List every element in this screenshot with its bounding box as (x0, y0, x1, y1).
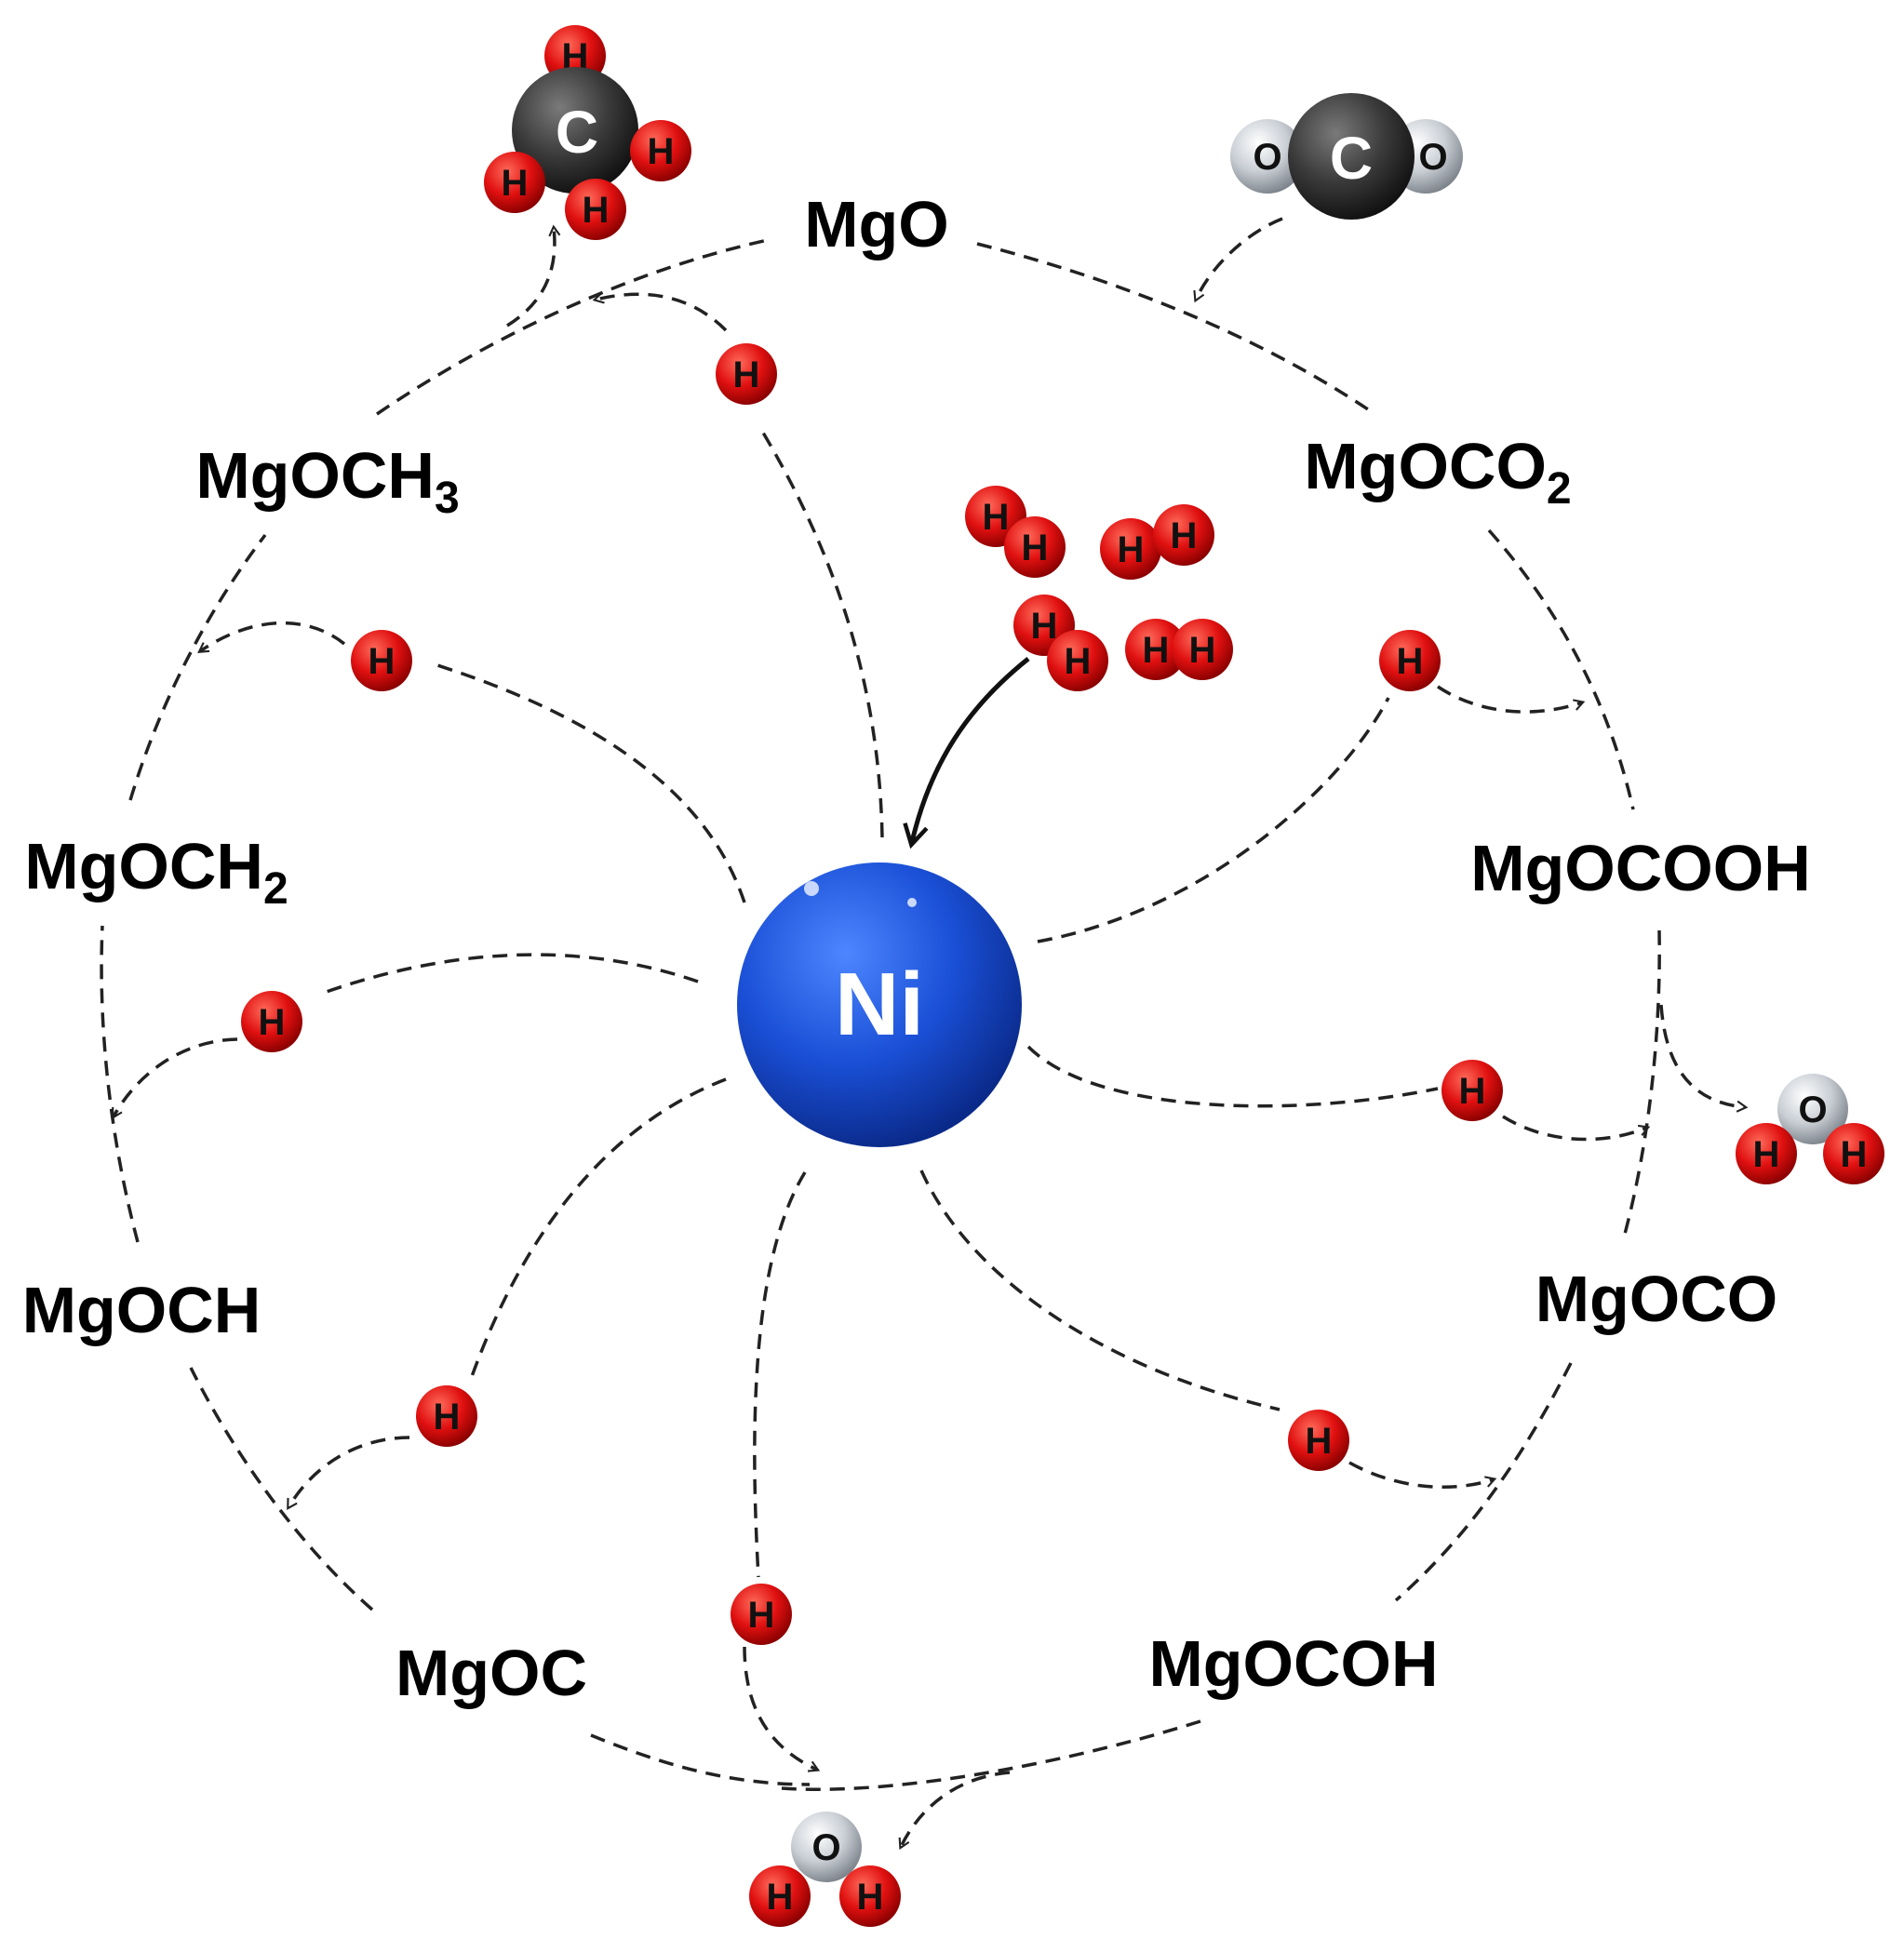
svg-text:H: H (1753, 1134, 1780, 1175)
methane-molecule: H C H H H (484, 25, 691, 240)
species-mgoco: MgOCO (1535, 1263, 1778, 1335)
spoke-to-h-lower-left (468, 1077, 727, 1383)
svg-text:H: H (259, 1002, 286, 1043)
svg-text:H: H (1022, 528, 1049, 568)
species-mgoch2: MgOCH2 (24, 830, 288, 914)
arrow-h-to-mgo (592, 291, 728, 332)
svg-text:H: H (434, 1397, 461, 1437)
spoke-to-h-right (1026, 1045, 1439, 1108)
svg-text:H: H (583, 190, 610, 231)
h-transfer-arrows (112, 217, 1749, 1851)
water-molecule-right: O H H (1736, 1074, 1884, 1184)
svg-text:H: H (1189, 630, 1216, 671)
svg-text:H: H (1065, 641, 1092, 682)
svg-text:H: H (1118, 529, 1145, 570)
ring-segment-mgocooh-mgoco (1622, 929, 1661, 1238)
cycle-ring (100, 238, 1661, 1792)
h-atom-upper-right: H (1379, 630, 1441, 691)
hydrogen-atoms: H H H H H H H H (241, 343, 1503, 1645)
spoke-to-h-bottom (753, 1171, 807, 1578)
h2-molecule-2: H H (1100, 504, 1214, 580)
h-atom-left: H (241, 991, 302, 1052)
svg-text:O: O (1418, 137, 1447, 178)
h-atom-lower-left: H (416, 1385, 477, 1447)
ni-spokes (320, 432, 1439, 1578)
h-atom-upper-left: H (351, 630, 412, 691)
spoke-to-h-left (320, 953, 699, 996)
co2-molecule: O O C (1230, 93, 1463, 220)
spoke-to-h-top (761, 432, 884, 838)
species-mgo: MgO (804, 188, 949, 261)
species-mgocooh: MgOCOOH (1470, 832, 1811, 904)
arrow-water-release-bottom (898, 1771, 1011, 1851)
species-labels: MgO MgOCO2 MgOCOOH MgOCO MgOCOH MgOC MgO… (22, 188, 1811, 1709)
svg-text:H: H (1841, 1134, 1868, 1175)
ring-segment-mgoco-mgocoh (1394, 1362, 1573, 1602)
svg-text:H: H (1171, 515, 1198, 556)
h-atom-right: H (1441, 1060, 1503, 1121)
h-atom-bottom: H (731, 1584, 792, 1645)
water-molecule-bottom: O H H (749, 1812, 901, 1927)
h2-molecule-4: H H (1125, 619, 1233, 680)
svg-text:H: H (857, 1877, 884, 1918)
ring-segment-mgoch-mgoch2 (100, 925, 140, 1243)
species-mgoch: MgOCH (22, 1274, 261, 1346)
arrow-h-to-mgoch (287, 1436, 410, 1511)
arrow-h-to-mgocoh (1348, 1461, 1497, 1490)
svg-text:H: H (1143, 630, 1170, 671)
svg-text:O: O (1253, 137, 1281, 178)
arrow-h-to-mgoco (1502, 1115, 1651, 1142)
arrow-h2-to-ni (903, 657, 1030, 849)
svg-text:H: H (767, 1877, 794, 1918)
svg-text:H: H (1031, 606, 1058, 647)
species-mgocoh: MgOCOH (1148, 1627, 1438, 1700)
h2-molecules: H H H H H H H H (965, 486, 1233, 691)
svg-text:O: O (1798, 1090, 1827, 1130)
spoke-to-h-upper-right (1037, 697, 1390, 943)
arrow-water-release-right (1659, 1004, 1749, 1113)
svg-text:O: O (811, 1827, 840, 1868)
svg-text:H: H (1397, 641, 1424, 682)
svg-text:H: H (502, 163, 529, 204)
svg-text:C: C (556, 99, 598, 166)
nickel-label: Ni (835, 955, 924, 1054)
svg-text:H: H (983, 497, 1010, 538)
ring-segment-mgoc-bottom (590, 1733, 811, 1786)
spoke-to-h-lower-right (919, 1170, 1281, 1411)
arrow-h-to-mgoch3 (197, 621, 346, 653)
svg-text:H: H (1459, 1071, 1486, 1112)
arrow-co2-adsorption (1193, 217, 1283, 303)
svg-text:H: H (733, 354, 760, 395)
species-mgoch3: MgOCH3 (195, 439, 459, 523)
arrow-h-to-mgocooh (1437, 685, 1586, 714)
species-mgoc: MgOC (396, 1637, 587, 1709)
ring-segment-mgocoh-bottom (781, 1719, 1201, 1792)
h-atom-top: H (716, 343, 777, 405)
arrow-h-to-water-bottom (743, 1646, 821, 1772)
ring-segment-mgo-mgoco2 (976, 242, 1369, 411)
svg-text:H: H (1306, 1421, 1333, 1462)
svg-text:H: H (648, 131, 675, 172)
ring-segment-mgoc-mgoch (189, 1367, 374, 1611)
h-atom-lower-right: H (1288, 1410, 1349, 1471)
species-mgoco2: MgOCO2 (1304, 430, 1571, 514)
ring-segment-mgoco2-mgocooh (1487, 528, 1635, 810)
h2-molecule-1: H H (965, 486, 1066, 578)
h2-molecule-3: H H (1013, 595, 1108, 691)
nickel-atom: Ni (737, 862, 1022, 1147)
svg-text:H: H (748, 1595, 775, 1636)
ring-segment-mgoch2-mgoch3 (128, 533, 267, 801)
svg-text:C: C (1330, 125, 1373, 192)
arrow-methane-release (506, 224, 561, 328)
spoke-to-h-upper-left (436, 663, 746, 903)
arrow-h-to-mgoch2 (112, 1037, 238, 1120)
ring-segment-mgoch3-mgo (376, 238, 769, 416)
svg-text:H: H (369, 641, 396, 682)
